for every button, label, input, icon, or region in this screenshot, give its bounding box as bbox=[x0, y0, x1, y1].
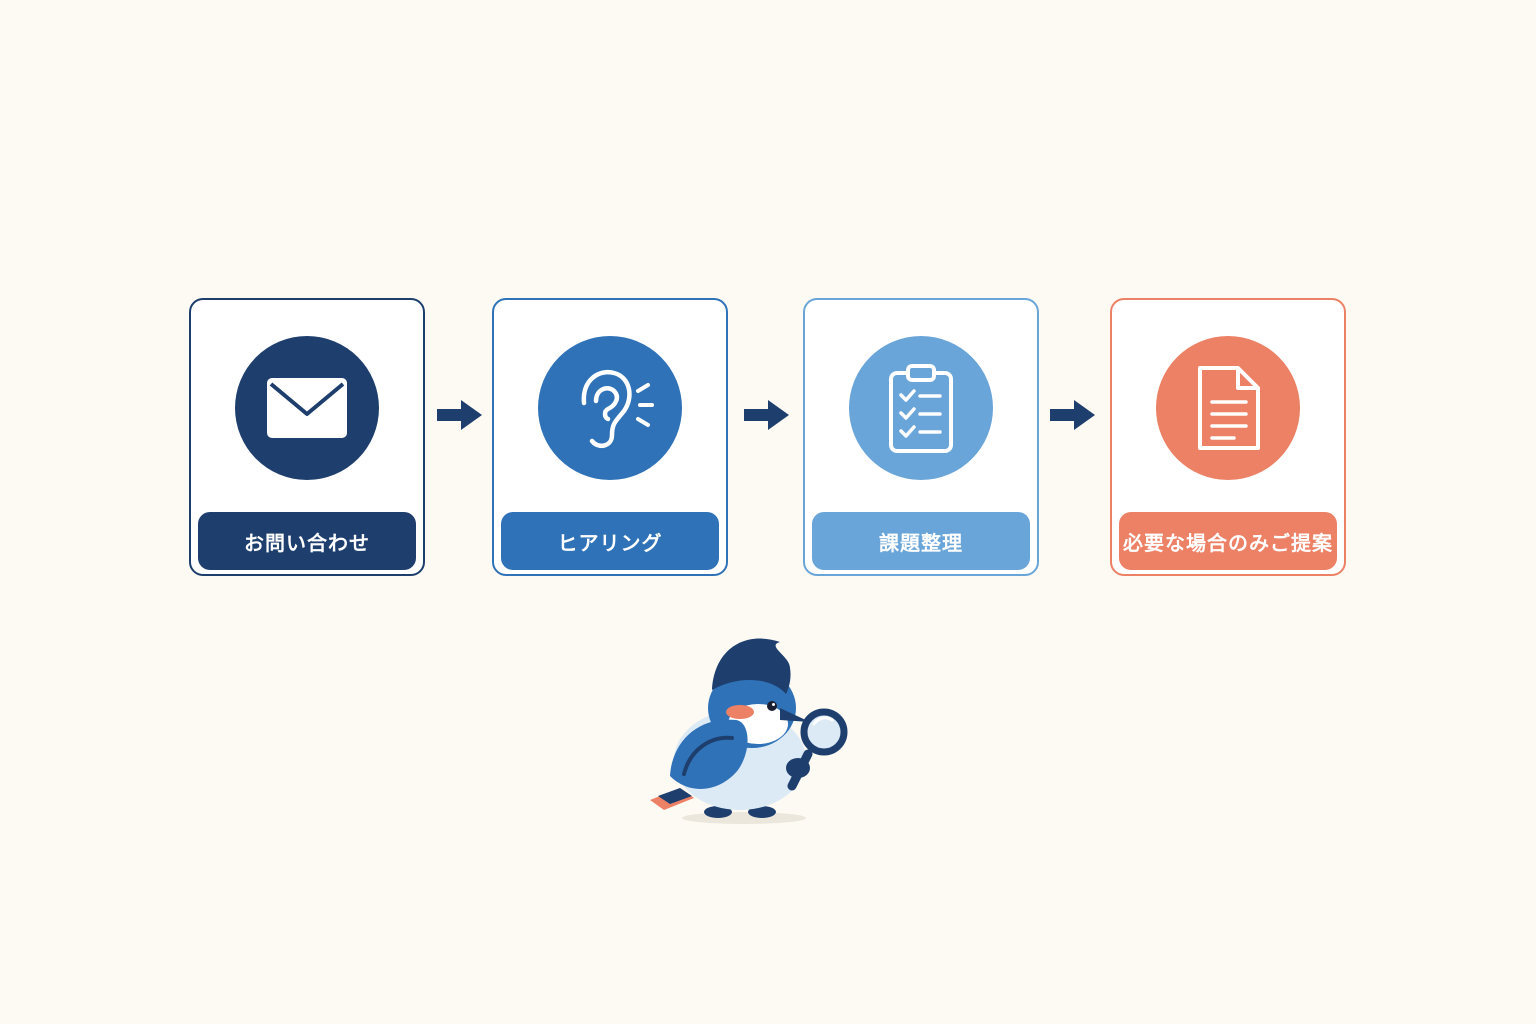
clipboard-checklist-icon bbox=[889, 364, 953, 453]
step-label: お問い合わせ bbox=[198, 512, 416, 570]
arrow-right-icon bbox=[744, 400, 789, 430]
step-icon-circle bbox=[235, 336, 379, 480]
arrow-right-icon bbox=[437, 400, 482, 430]
envelope-icon bbox=[267, 378, 347, 438]
ear-icon bbox=[581, 369, 654, 449]
step-icon-circle bbox=[538, 336, 682, 480]
step-card-issue-organizing: 課題整理 bbox=[803, 298, 1039, 576]
step-label: ヒアリング bbox=[501, 512, 719, 570]
kingfisher-with-magnifier-icon bbox=[650, 638, 848, 824]
arrow-right-icon bbox=[1050, 400, 1095, 430]
document-icon bbox=[1198, 366, 1260, 450]
step-card-proposal: 必要な場合のみご提案 bbox=[1110, 298, 1346, 576]
step-icon-circle bbox=[1156, 336, 1300, 480]
step-card-hearing: ヒアリング bbox=[492, 298, 728, 576]
step-icon-circle bbox=[849, 336, 993, 480]
step-card-inquiry: お問い合わせ bbox=[189, 298, 425, 576]
step-label: 課題整理 bbox=[812, 512, 1030, 570]
step-label: 必要な場合のみご提案 bbox=[1119, 512, 1337, 570]
